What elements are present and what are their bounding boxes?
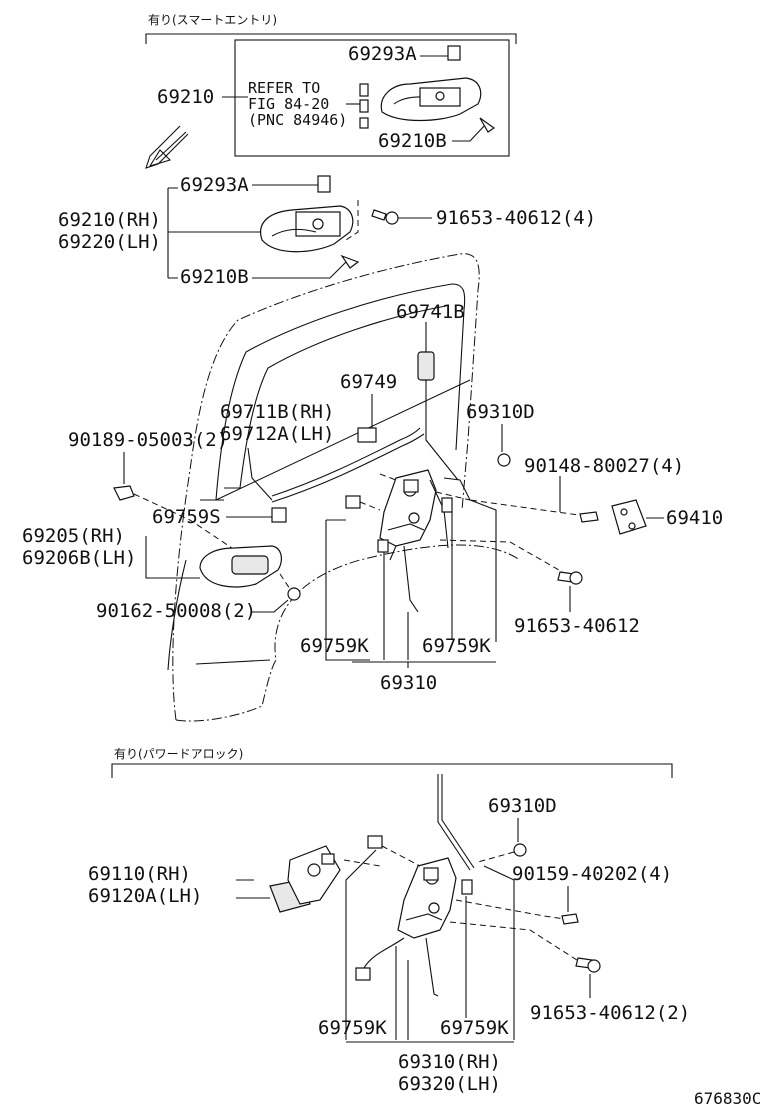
part-69293A-box: 69293A	[348, 43, 417, 65]
bolt-69310D-b-icon	[513, 843, 527, 857]
part-69310D-b: 69310D	[488, 795, 557, 817]
part-90189-05003-2: 90189-05003(2)	[68, 429, 228, 451]
part-69410: 69410	[666, 507, 723, 529]
clip-90189-icon	[113, 485, 135, 501]
part-91653-40612-2: 91653-40612(2)	[530, 1002, 690, 1024]
refer-line-2: FIG 84-20	[248, 95, 329, 113]
part-69210-RH: 69210(RH)	[58, 209, 161, 231]
bolt-91653-40612-c-icon	[575, 957, 601, 973]
smart-entry-bracket	[145, 33, 517, 44]
part-69759K-a: 69759K	[300, 635, 369, 657]
outside-handle-box-icon	[380, 77, 482, 122]
part-90148-80027-4: 90148-80027(4)	[524, 455, 684, 477]
part-69759S: 69759S	[152, 506, 221, 528]
part-69210-label: 69210	[157, 86, 214, 108]
clip-69759S-icon	[271, 507, 287, 523]
actuator-motor-icon	[269, 845, 341, 913]
screw-69210B-box-icon	[479, 117, 496, 133]
inside-handle-icon	[199, 545, 282, 588]
clip-69759K-a-icon	[345, 495, 361, 509]
door-window-frame	[200, 283, 466, 501]
door-lock-motor-assembly-icon	[355, 857, 457, 997]
part-69749: 69749	[340, 371, 397, 393]
door-lock-assembly-icon	[379, 469, 437, 613]
part-69210B-box: 69210B	[378, 130, 447, 152]
refer-line-3: (PNC 84946)	[248, 111, 347, 129]
part-90159-40202-4: 90159-40202(4)	[512, 863, 672, 885]
striker-69410-icon	[611, 499, 647, 535]
screw-90159-icon	[561, 913, 579, 925]
clip-69293A-icon	[317, 175, 331, 193]
part-69310-RH: 69310(RH)	[398, 1051, 501, 1073]
part-91653-40612: 91653-40612	[514, 615, 640, 637]
clip-69759K-d-icon	[461, 879, 473, 895]
part-69293A: 69293A	[180, 174, 249, 196]
screw-69210B-icon	[340, 254, 360, 269]
direction-arrow-icon	[148, 131, 187, 167]
part-90162-50008-2: 90162-50008(2)	[96, 600, 256, 622]
screw-90162-icon	[287, 587, 301, 601]
smart-entry-section-label: 有り(スマートエントリ)	[148, 13, 277, 27]
part-69759K-c: 69759K	[318, 1017, 387, 1039]
smart-entry-box	[234, 39, 510, 157]
part-69110-RH: 69110(RH)	[88, 863, 191, 885]
refer-line-1: REFER TO	[248, 79, 320, 97]
rod-69711B-icon	[271, 427, 425, 503]
part-69205-RH: 69205(RH)	[22, 525, 125, 547]
door-outer-outline	[172, 253, 480, 721]
part-69210B: 69210B	[180, 266, 249, 288]
part-91653-40612-4: 91653-40612(4)	[436, 207, 596, 229]
clip-69293A-box	[447, 45, 461, 61]
bolt-69310D-icon	[497, 453, 511, 467]
part-69310: 69310	[380, 672, 437, 694]
part-69711B-RH: 69711B(RH)	[220, 401, 334, 423]
part-69759K-d: 69759K	[440, 1017, 509, 1039]
screw-90148-icon	[579, 511, 599, 523]
rod-bottom-icon	[437, 774, 475, 871]
figure-id: 676830C	[694, 1089, 760, 1108]
part-69310D: 69310D	[466, 401, 535, 423]
power-door-lock-section-label: 有り(パワードアロック)	[114, 747, 243, 761]
clip-69749-icon	[357, 427, 377, 443]
knob-69741B-icon	[417, 351, 435, 381]
power-lock-bracket	[111, 763, 673, 778]
bolt-91653-40612-icon	[371, 209, 399, 225]
part-69206B-LH: 69206B(LH)	[22, 547, 136, 569]
part-69759K-b: 69759K	[422, 635, 491, 657]
part-69320-LH: 69320(LH)	[398, 1073, 501, 1095]
bolt-91653-40612-b-icon	[557, 571, 583, 585]
part-69220-LH: 69220(LH)	[58, 231, 161, 253]
outside-handle-icon	[260, 205, 354, 253]
part-69741B: 69741B	[396, 301, 465, 323]
part-69120A-LH: 69120A(LH)	[88, 885, 202, 907]
clip-69759K-c-icon	[367, 835, 383, 849]
part-69712A-LH: 69712A(LH)	[220, 423, 334, 445]
